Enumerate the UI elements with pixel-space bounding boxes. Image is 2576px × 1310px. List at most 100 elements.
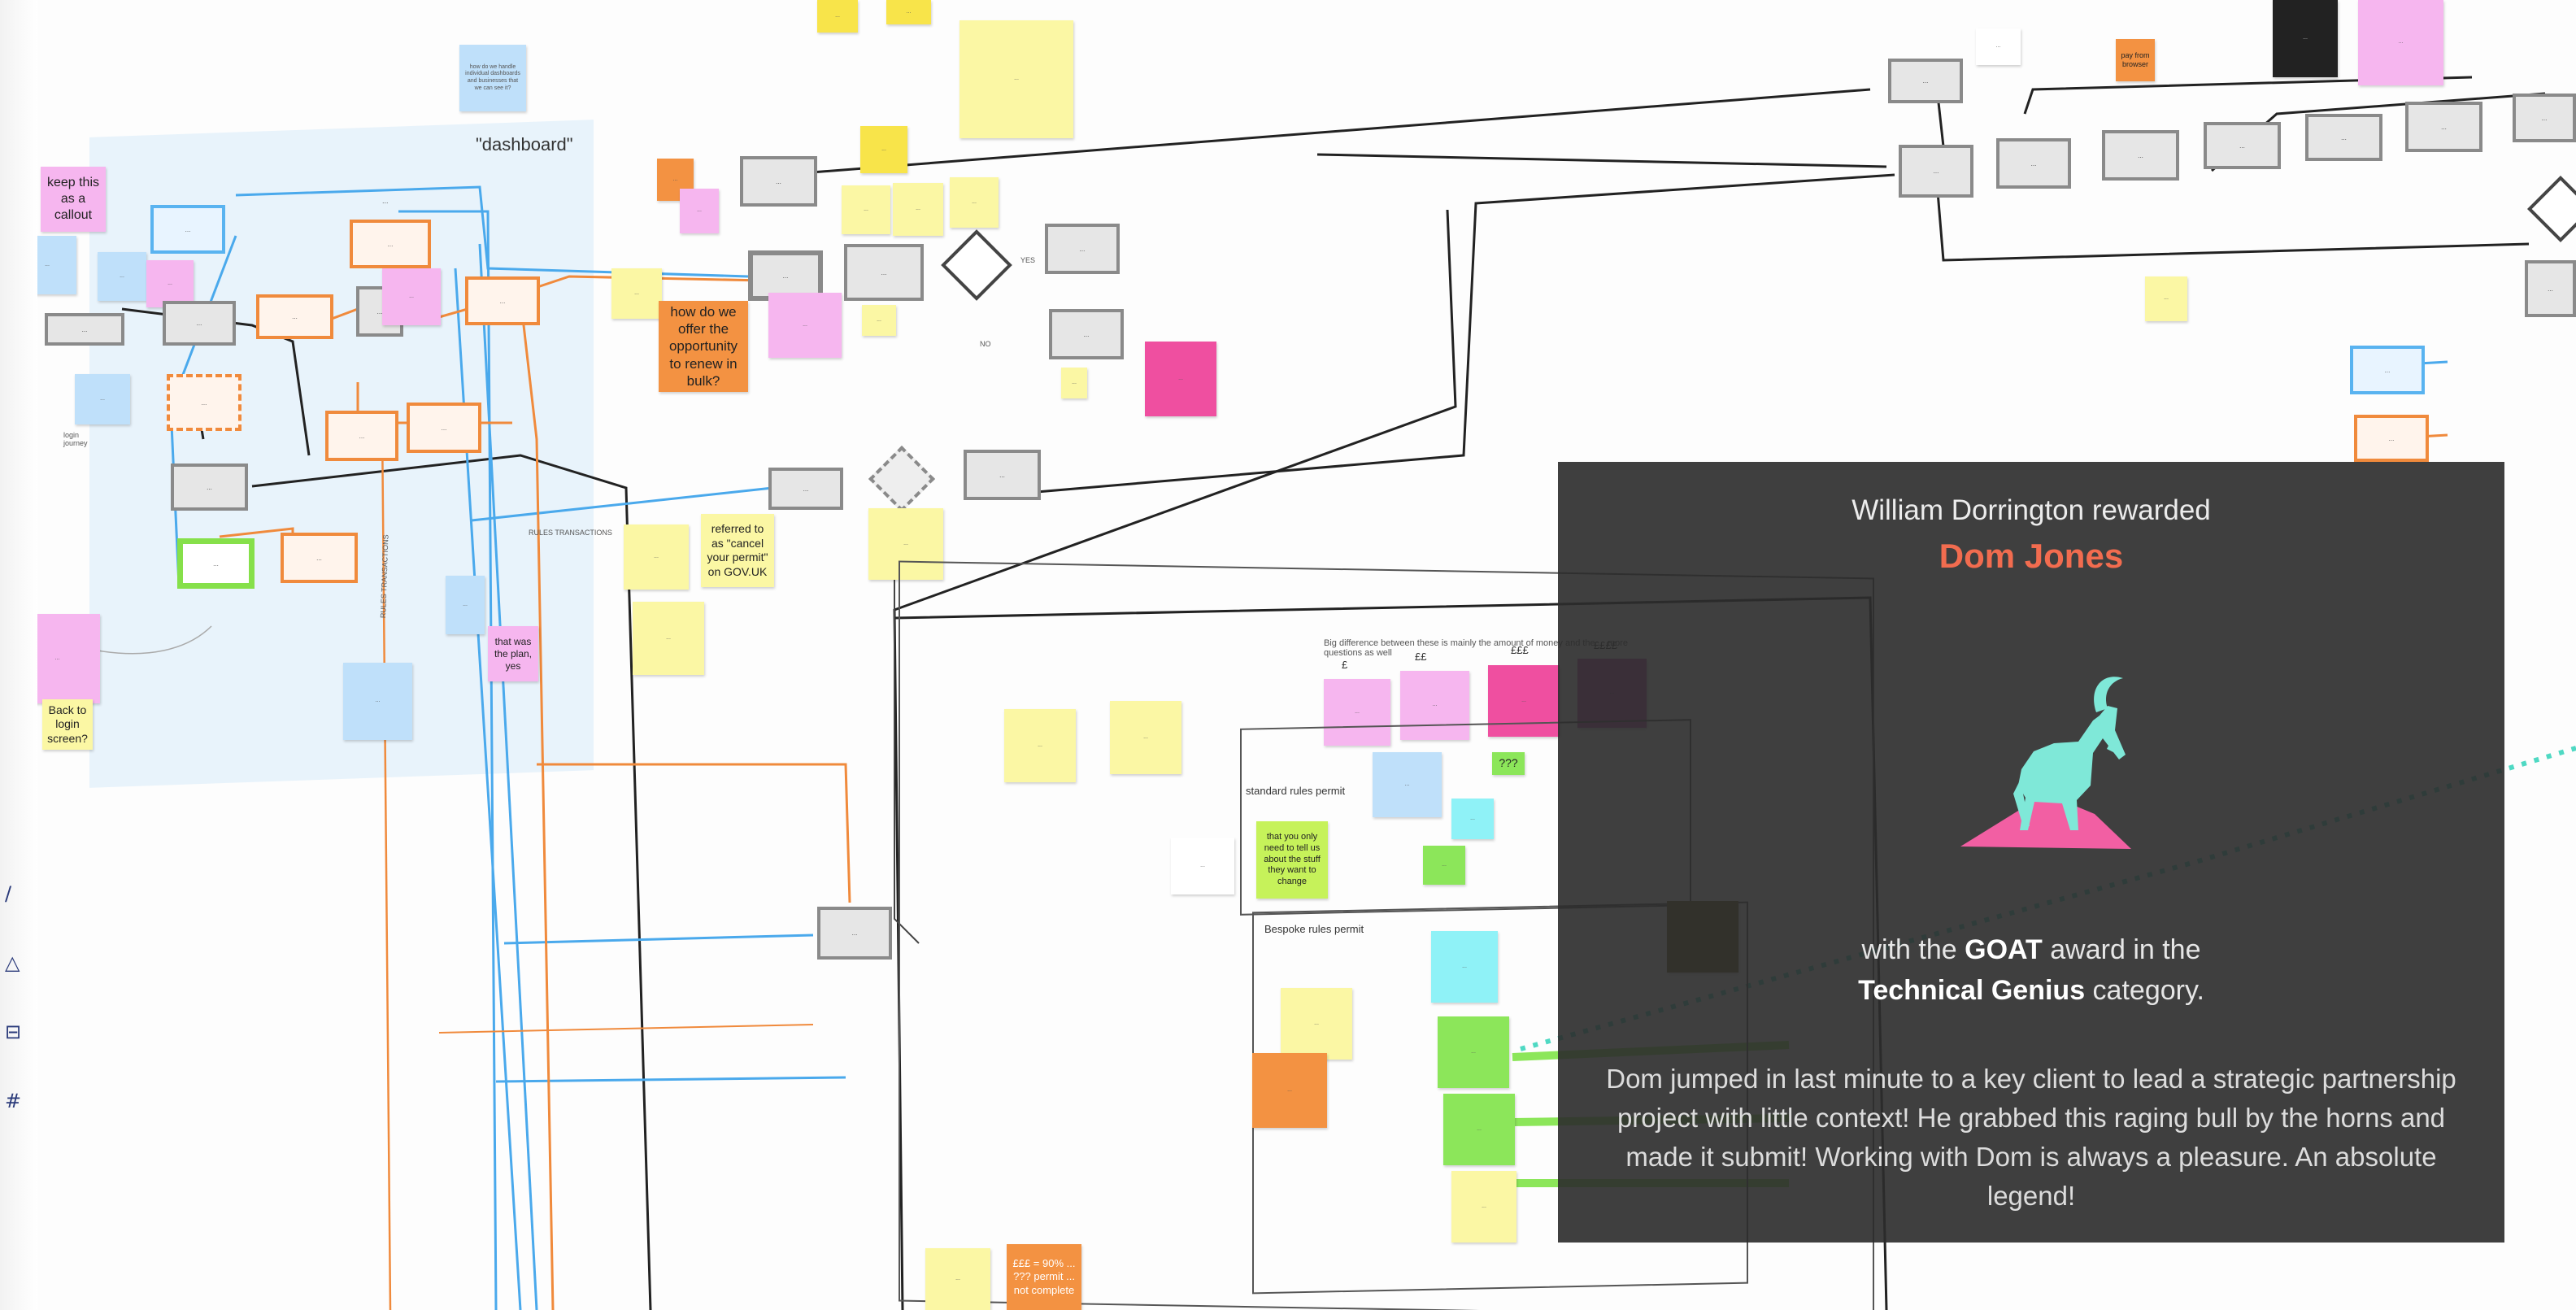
process-box-orange[interactable]: ... bbox=[350, 220, 431, 268]
table-icon[interactable]: ⊟ bbox=[5, 1021, 22, 1043]
process-box-orange[interactable]: ... bbox=[256, 294, 333, 339]
big-difference-label: Big difference between these is mainly t… bbox=[1324, 638, 1629, 658]
sticky-yellow-note[interactable]: ... bbox=[633, 602, 704, 675]
sticky-yellow-note[interactable]: ... bbox=[1004, 709, 1076, 782]
bespoke-permit-label: Bespoke rules permit bbox=[1264, 923, 1364, 935]
process-box[interactable]: ... bbox=[2102, 130, 2179, 181]
grid-icon[interactable]: # bbox=[5, 1090, 22, 1112]
sticky-yellow-note[interactable]: ... bbox=[1451, 1171, 1516, 1243]
sticky-orange-note[interactable]: ... bbox=[1252, 1053, 1327, 1128]
sticky-yellow-note[interactable]: ... bbox=[817, 0, 858, 33]
process-box-orange[interactable]: ... bbox=[2354, 415, 2429, 462]
sticky-pink-note[interactable]: ... bbox=[680, 189, 719, 233]
sticky-yellow-note[interactable]: ... bbox=[624, 524, 689, 590]
process-box-orange[interactable]: ... bbox=[325, 411, 398, 461]
process-box[interactable]: ... bbox=[2513, 94, 2576, 142]
sticky-green-note[interactable]: ... bbox=[1438, 1016, 1509, 1088]
process-box[interactable]: ... bbox=[1045, 224, 1120, 274]
sticky-black-note[interactable]: ... bbox=[2273, 0, 2338, 77]
pen-icon[interactable]: ∕ bbox=[5, 882, 12, 905]
process-box-orange[interactable]: ... bbox=[407, 403, 481, 453]
sticky-pink-note[interactable]: ... bbox=[2358, 0, 2443, 85]
price-label-2: ££ bbox=[1415, 651, 1427, 663]
sticky-that-was-plan[interactable]: that was the plan, yes bbox=[488, 626, 538, 681]
journey-label: ... bbox=[382, 197, 389, 205]
sticky-yellow-note[interactable]: ... bbox=[1281, 988, 1352, 1060]
process-box[interactable]: ... bbox=[45, 313, 124, 346]
sticky-yellow-note[interactable]: ... bbox=[959, 20, 1073, 138]
process-box-green[interactable]: ... bbox=[177, 538, 255, 589]
sticky-yellow-note[interactable]: ... bbox=[842, 185, 890, 234]
goat-icon bbox=[1960, 677, 2131, 849]
sticky-green-note[interactable]: ... bbox=[1423, 846, 1465, 885]
sticky-blue-note[interactable]: ... bbox=[98, 252, 146, 301]
sticky-only-need-to-tell[interactable]: that you only need to tell us about the … bbox=[1256, 821, 1328, 899]
login-journey-label: login journey bbox=[63, 431, 88, 447]
award-name: GOAT bbox=[1965, 934, 2043, 965]
sticky-dashboard-question[interactable]: how do we handle individual dashboards a… bbox=[459, 45, 526, 111]
sticky-yellow-note[interactable]: ... bbox=[860, 126, 907, 173]
shapes-icon[interactable]: △ bbox=[5, 951, 20, 974]
process-box[interactable]: ... bbox=[1996, 138, 2071, 189]
sticky-green-note[interactable]: ... bbox=[1443, 1094, 1515, 1165]
sticky-yellow-note[interactable]: ... bbox=[950, 177, 999, 228]
sticky-pay-from-browser[interactable]: pay from browser bbox=[2116, 39, 2155, 81]
sticky-yellow-note[interactable]: ... bbox=[925, 1248, 990, 1310]
process-box[interactable]: ... bbox=[1899, 145, 1973, 198]
sticky-keep-callout[interactable]: keep this as a callout bbox=[41, 167, 106, 232]
sticky-yellow-note[interactable]: ... bbox=[2145, 276, 2187, 321]
sticky-math-note[interactable]: £££ = 90% ... ??? permit ... not complet… bbox=[1007, 1244, 1081, 1310]
sticky-blue-note[interactable]: ... bbox=[343, 663, 412, 740]
process-box[interactable]: ... bbox=[844, 244, 924, 301]
process-box-blue[interactable]: ... bbox=[2350, 346, 2425, 394]
sticky-yellow-note[interactable]: ... bbox=[1110, 701, 1181, 774]
sticky-pink-note[interactable]: ... bbox=[382, 268, 441, 325]
sticky-cyan-note[interactable]: ... bbox=[1451, 799, 1494, 839]
process-box[interactable]: ... bbox=[2525, 260, 2576, 317]
sticky-qqq[interactable]: ??? bbox=[1492, 752, 1525, 775]
process-box[interactable]: ... bbox=[1888, 59, 1963, 103]
sticky-magenta-note[interactable]: ... bbox=[1145, 342, 1216, 416]
sticky-pink-note[interactable]: ... bbox=[768, 293, 842, 358]
process-box[interactable]: ... bbox=[2305, 114, 2382, 161]
price-label-1: £ bbox=[1342, 659, 1348, 671]
sticky-blue-note[interactable]: ... bbox=[446, 576, 485, 634]
sticky-yellow-note[interactable]: ... bbox=[611, 268, 662, 319]
award-line2-suffix: category. bbox=[2085, 975, 2204, 1006]
award-category: Technical Genius bbox=[1858, 975, 2086, 1006]
process-box[interactable]: ... bbox=[817, 907, 892, 960]
award-overlay[interactable]: William Dorrington rewarded Dom Jones wi… bbox=[1558, 462, 2504, 1243]
process-box[interactable]: ... bbox=[2204, 122, 2281, 169]
process-box[interactable]: ... bbox=[171, 464, 248, 511]
sticky-blue-note[interactable]: ... bbox=[1373, 752, 1442, 817]
process-box-orange[interactable]: ... bbox=[281, 533, 358, 583]
process-box[interactable]: ... bbox=[2405, 102, 2482, 152]
sticky-yellow-note[interactable]: ... bbox=[1061, 368, 1087, 398]
process-box[interactable]: ... bbox=[1049, 309, 1124, 359]
sticky-white-note[interactable]: ... bbox=[1976, 28, 2021, 65]
sticky-back-to-login[interactable]: Back to login screen? bbox=[42, 699, 93, 750]
sticky-renew-bulk[interactable]: how do we offer the opportunity to renew… bbox=[659, 301, 748, 392]
sticky-yellow-note[interactable]: ... bbox=[886, 0, 931, 24]
sticky-yellow-note[interactable]: ... bbox=[862, 305, 896, 336]
process-box-blue[interactable]: ... bbox=[150, 205, 225, 254]
process-box[interactable]: ... bbox=[740, 156, 817, 207]
sticky-pink-note[interactable]: ... bbox=[1400, 671, 1469, 740]
process-box-dashed[interactable]: ... bbox=[167, 374, 242, 431]
sticky-pink-note[interactable]: ... bbox=[146, 260, 194, 307]
sticky-cyan-note[interactable]: ... bbox=[1431, 931, 1498, 1003]
process-box[interactable]: ... bbox=[768, 468, 843, 510]
process-box[interactable]: ... bbox=[163, 301, 236, 346]
no-label: NO bbox=[980, 340, 991, 348]
sticky-referred-cancel[interactable]: referred to as "cancel your permit" on G… bbox=[701, 514, 774, 587]
sticky-yellow-note[interactable]: ... bbox=[893, 183, 943, 236]
sticky-magenta-note[interactable]: ... bbox=[1488, 665, 1560, 737]
sticky-white-note[interactable]: ... bbox=[1171, 838, 1234, 894]
sticky-yellow-note[interactable]: ... bbox=[868, 508, 943, 580]
process-box[interactable]: ... bbox=[964, 450, 1041, 500]
sticky-pink-note[interactable]: ... bbox=[1324, 679, 1390, 746]
process-box-orange[interactable]: ... bbox=[465, 276, 540, 325]
sticky-blue-note[interactable]: ... bbox=[75, 374, 130, 424]
left-toolbar: ∕ △ ⊟ # bbox=[0, 0, 37, 1310]
